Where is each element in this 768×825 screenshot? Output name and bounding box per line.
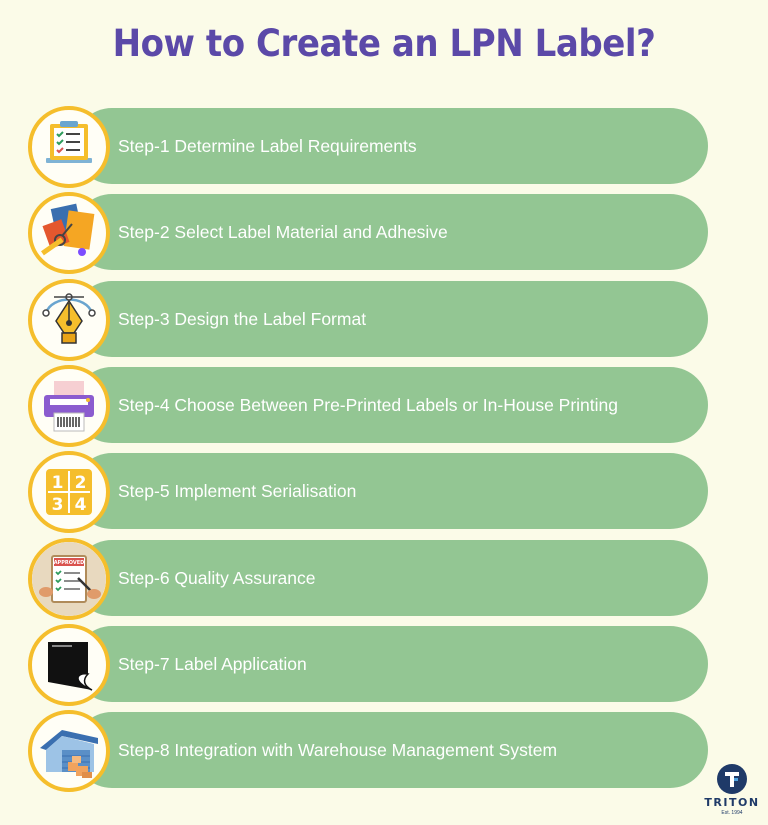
step-4: Step-4 Choose Between Pre-Printed Labels… — [28, 365, 708, 447]
step-1-label: Step-1 Determine Label Requirements — [118, 136, 417, 156]
step-7-pill — [74, 626, 708, 702]
number-grid-icon: 1 2 3 4 — [28, 451, 110, 533]
page-title: How to Create an LPN Label? — [112, 22, 656, 65]
checklist-clipboard-icon — [28, 106, 110, 188]
pen-tool-icon — [28, 279, 110, 361]
step-8-label: Step-8 Integration with Warehouse Manage… — [118, 740, 558, 760]
step-5: Step-5 Implement Serialisation 1 2 3 4 — [28, 451, 708, 533]
brand-name: TRITON — [704, 796, 760, 809]
step-4-label: Step-4 Choose Between Pre-Printed Labels… — [118, 395, 618, 415]
printer-icon — [28, 365, 110, 447]
step-6-pill — [74, 540, 708, 616]
warehouse-icon — [28, 710, 110, 792]
step-6-label: Step-6 Quality Assurance — [118, 568, 316, 588]
step-2: Step-2 Select Label Material and Adhesiv… — [28, 192, 708, 274]
number-1: 1 — [52, 473, 64, 493]
peeling-label-icon — [28, 624, 110, 706]
step-5-pill — [74, 453, 708, 529]
step-4-pill — [74, 367, 708, 443]
step-6: Step-6 Quality Assurance APPROVED — [28, 538, 708, 620]
step-3-label: Step-3 Design the Label Format — [118, 309, 367, 329]
step-2-pill — [74, 194, 708, 270]
step-7-label: Step-7 Label Application — [118, 654, 307, 674]
step-1: Step-1 Determine Label Requirements — [28, 106, 708, 188]
number-3: 3 — [52, 495, 64, 515]
step-8: Step-8 Integration with Warehouse Manage… — [28, 710, 708, 792]
triton-mark-icon — [717, 764, 747, 794]
step-7: Step-7 Label Application — [28, 624, 708, 706]
step-5-label: Step-5 Implement Serialisation — [118, 481, 357, 501]
approved-clipboard-icon: APPROVED — [28, 538, 110, 620]
step-2-label: Step-2 Select Label Material and Adhesiv… — [118, 222, 448, 242]
craft-materials-icon — [28, 192, 110, 274]
brand-established: Est. 1994 — [721, 810, 743, 816]
number-2: 2 — [75, 473, 87, 493]
step-1-pill — [74, 108, 708, 184]
step-3: Step-3 Design the Label Format — [28, 279, 708, 361]
step-3-pill — [74, 281, 708, 357]
approved-stamp: APPROVED — [54, 560, 85, 566]
triton-logo: TRITON Est. 1994 — [702, 764, 762, 820]
number-4: 4 — [75, 495, 87, 515]
step-8-pill — [74, 712, 708, 788]
